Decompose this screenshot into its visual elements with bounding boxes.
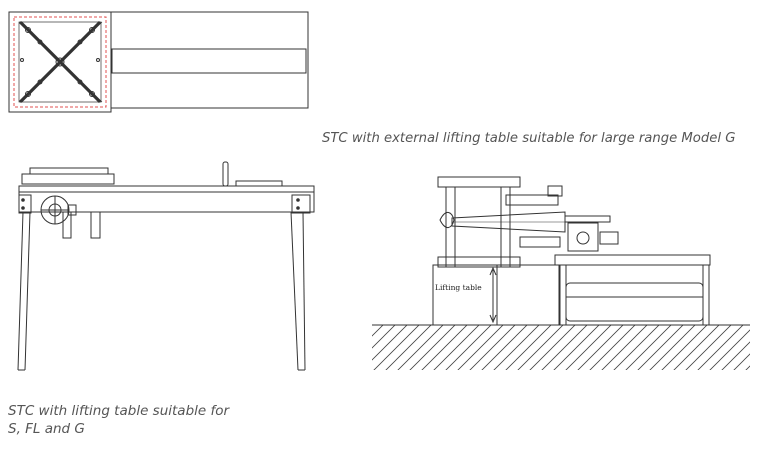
lifting-table-side-view <box>17 161 315 371</box>
external-lifting-table-caption: STC with external lifting table suitable… <box>322 131 736 146</box>
lifting-table-caption-line2: S, FL and G <box>8 421 85 437</box>
top-view-drawing <box>8 11 309 113</box>
lifting-table-caption: STC with lifting table suitable for S, F… <box>8 402 268 438</box>
lifting-table-label: Lifting table <box>435 283 482 292</box>
external-lifting-table-view <box>372 176 750 370</box>
lifting-table-caption-line1: STC with lifting table suitable for <box>8 403 230 419</box>
